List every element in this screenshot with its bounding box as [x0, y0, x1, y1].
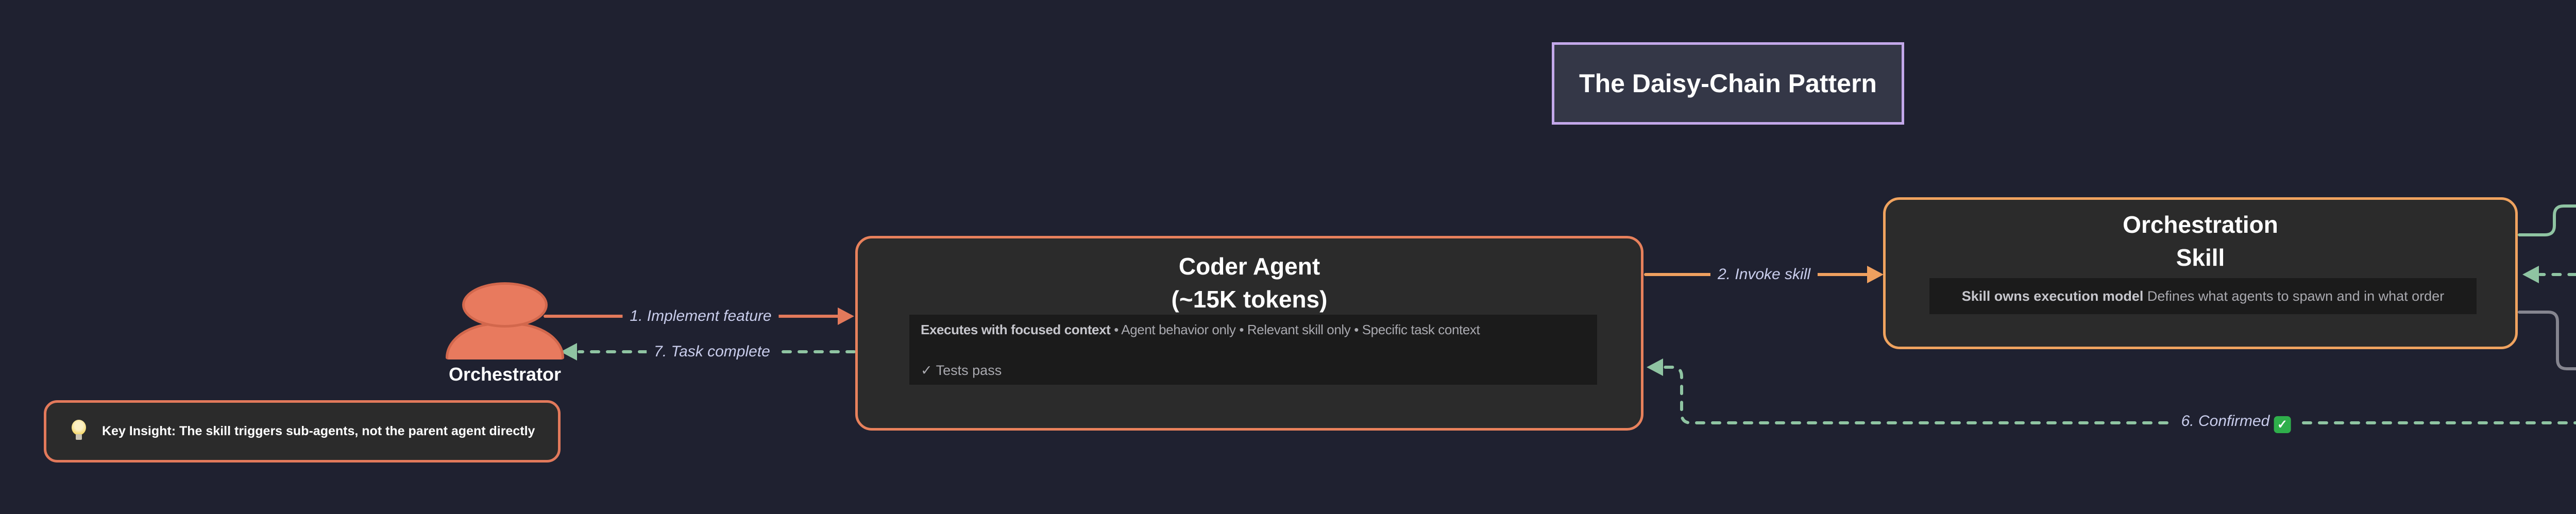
- edge-2-arrowhead-icon: [1867, 266, 1884, 283]
- node-orchestration-skill: Orchestration Skill Skill owns execution…: [1883, 197, 2518, 349]
- actor-label: Orchestrator: [448, 364, 562, 385]
- orchestrator-actor: Orchestrator: [438, 278, 572, 386]
- person-head-icon: [462, 282, 548, 328]
- key-insight-text: Key Insight: The skill triggers sub-agen…: [102, 424, 535, 438]
- person-icon: [446, 322, 564, 359]
- check-emoji-icon: ✓: [2274, 416, 2291, 433]
- coder-subtitle: (~15K tokens): [1171, 286, 1328, 313]
- edge-1-label: 1. Implement feature: [622, 306, 779, 327]
- coder-tests-note: ✓ Tests pass: [921, 363, 1002, 378]
- coder-detail: Executes with focused context • Agent be…: [921, 322, 1480, 337]
- edge-2-label: 2. Invoke skill: [1710, 264, 1818, 285]
- edge-3-line: [2518, 204, 2576, 236]
- edge-7-arrowhead-icon: [561, 343, 577, 361]
- skill-subtitle: Skill: [2176, 244, 2225, 271]
- edge-1-arrowhead-icon: [838, 307, 854, 325]
- key-insight-box: Key Insight: The skill triggers sub-agen…: [44, 400, 561, 462]
- edge-4-line: [2538, 273, 2576, 276]
- edge-6-line: [1663, 366, 2576, 424]
- edge-5-line: [2518, 311, 2576, 370]
- skill-title: Orchestration: [2123, 211, 2278, 238]
- edge-6-label: 6. Confirmed✓: [2174, 411, 2298, 435]
- edge-4-arrowhead-icon: [2522, 266, 2539, 283]
- skill-detail-panel: Skill owns execution model Defines what …: [1929, 278, 2477, 314]
- edge-7-label: 7. Task complete: [647, 341, 777, 362]
- coder-title: Coder Agent: [1178, 253, 1320, 280]
- coder-detail-panel: Executes with focused context • Agent be…: [909, 315, 1597, 385]
- lightbulb-icon: [71, 419, 87, 443]
- skill-detail: Skill owns execution model Defines what …: [1961, 288, 2445, 304]
- diagram-title-box: The Daisy-Chain Pattern: [1552, 42, 1904, 125]
- diagram-title: The Daisy-Chain Pattern: [1579, 69, 1877, 98]
- node-coder-agent: Coder Agent (~15K tokens) Executes with …: [855, 236, 1643, 431]
- edge-6-arrowhead-icon: [1647, 358, 1663, 376]
